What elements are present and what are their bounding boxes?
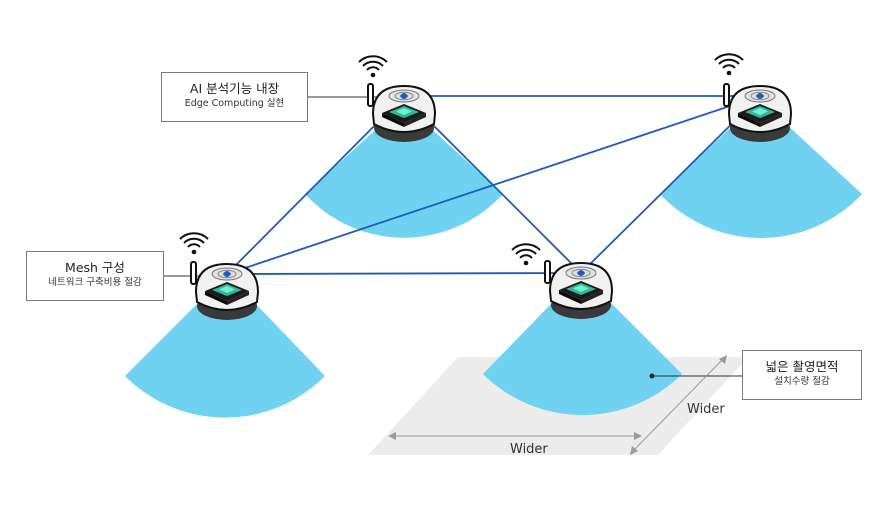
ptz-camera-icon (190, 261, 259, 321)
wifi-signal-icon (511, 243, 541, 267)
coverage-area (125, 274, 325, 418)
callout-mesh: Mesh 구성 네트워크 구축비용 절감 (26, 251, 164, 301)
wider-label-diagonal: Wider (687, 402, 725, 417)
wider-label-horizontal: Wider (510, 442, 548, 457)
ptz-camera-icon (367, 83, 436, 143)
callout-subtitle: 설치수량 절감 (774, 376, 830, 387)
coverage-area (305, 104, 503, 238)
coverage-area (660, 100, 862, 238)
callout-dot (649, 373, 655, 379)
ptz-camera-icon (544, 260, 613, 320)
link (226, 95, 761, 275)
wifi-signal-icon (358, 55, 388, 79)
mesh-node (224, 271, 230, 277)
callout-title: 넓은 촬영면적 (765, 359, 839, 374)
callout-subtitle: Edge Computing 실현 (184, 98, 285, 109)
callout-title: AI 분석기능 내장 (189, 81, 280, 96)
mesh-node (578, 270, 584, 276)
callout-ai: AI 분석기능 내장 Edge Computing 실현 (161, 72, 308, 122)
wifi-signal-icon (179, 232, 209, 256)
callout-title: Mesh 구성 (65, 260, 125, 275)
wifi-signal-icon (714, 53, 744, 77)
ptz-camera-icon (723, 83, 792, 143)
callout-area: 넓은 촬영면적 설치수량 절감 (742, 350, 862, 400)
callout-subtitle: 네트워크 구축비용 절감 (48, 277, 142, 288)
mesh-node (401, 93, 407, 99)
coverage-area (483, 273, 682, 416)
mesh-node (757, 93, 763, 99)
wider-arrow-diagonal (630, 355, 727, 455)
wider-arrow-horizontal (388, 432, 642, 440)
